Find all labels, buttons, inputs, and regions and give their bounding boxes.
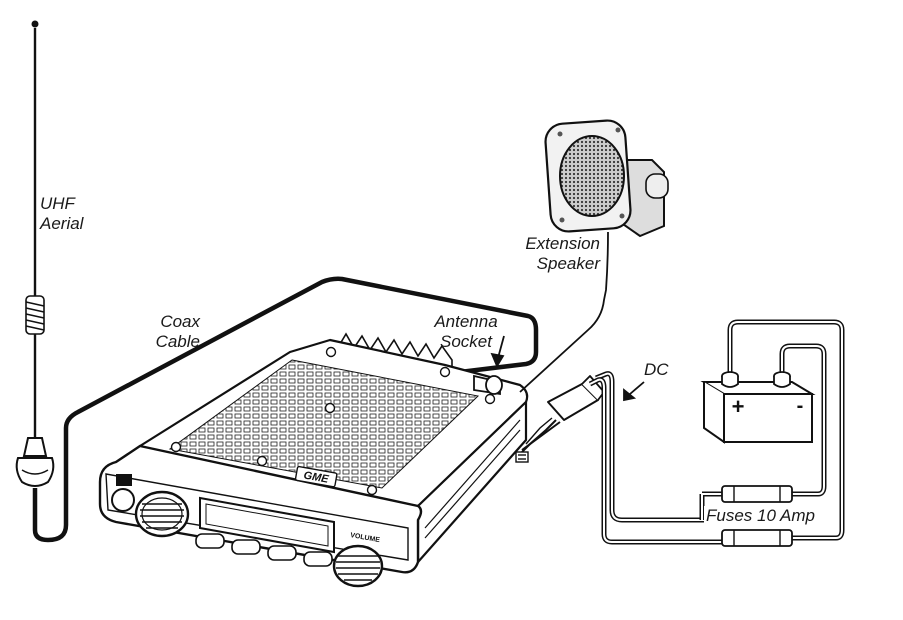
fuse-bottom [722,530,792,546]
label-antenna-line2: Socket [424,332,508,352]
label-speaker-line1: Extension [500,234,600,254]
label-coax-cable: Coax Cable [140,312,200,352]
aerial-loading-coil [26,296,44,334]
channel-knob [136,492,188,536]
battery-terminal-negative [774,372,790,387]
label-uhf-aerial-line1: UHF [40,194,83,214]
label-uhf-aerial-line2: Aerial [40,214,83,234]
battery: + - [704,372,812,442]
uhf-aerial [17,21,54,486]
label-antenna-line1: Antenna [424,312,508,332]
label-fuses: Fuses 10 Amp [704,506,817,526]
label-coax-line2: Cable [140,332,200,352]
battery-positive-sign: + [732,394,745,419]
battery-terminal-positive [722,372,738,387]
volume-knob [334,546,382,586]
label-uhf-aerial: UHF Aerial [40,194,83,234]
dc-arrow-icon [624,382,644,400]
fuse-top [722,486,792,502]
cb-radio: VOLUME GME [100,334,556,586]
label-extension-speaker: Extension Speaker [500,234,600,274]
label-dc: DC [644,360,669,380]
antenna-socket-connector [474,376,502,394]
battery-negative-sign: - [797,395,804,417]
label-coax-line1: Coax [140,312,200,332]
rear-plug [516,452,528,462]
speaker-cone-mesh [560,136,624,216]
extension-speaker [544,119,668,236]
aerial-base [17,438,54,486]
label-antenna-socket: Antenna Socket [424,312,508,352]
label-speaker-line2: Speaker [500,254,600,274]
